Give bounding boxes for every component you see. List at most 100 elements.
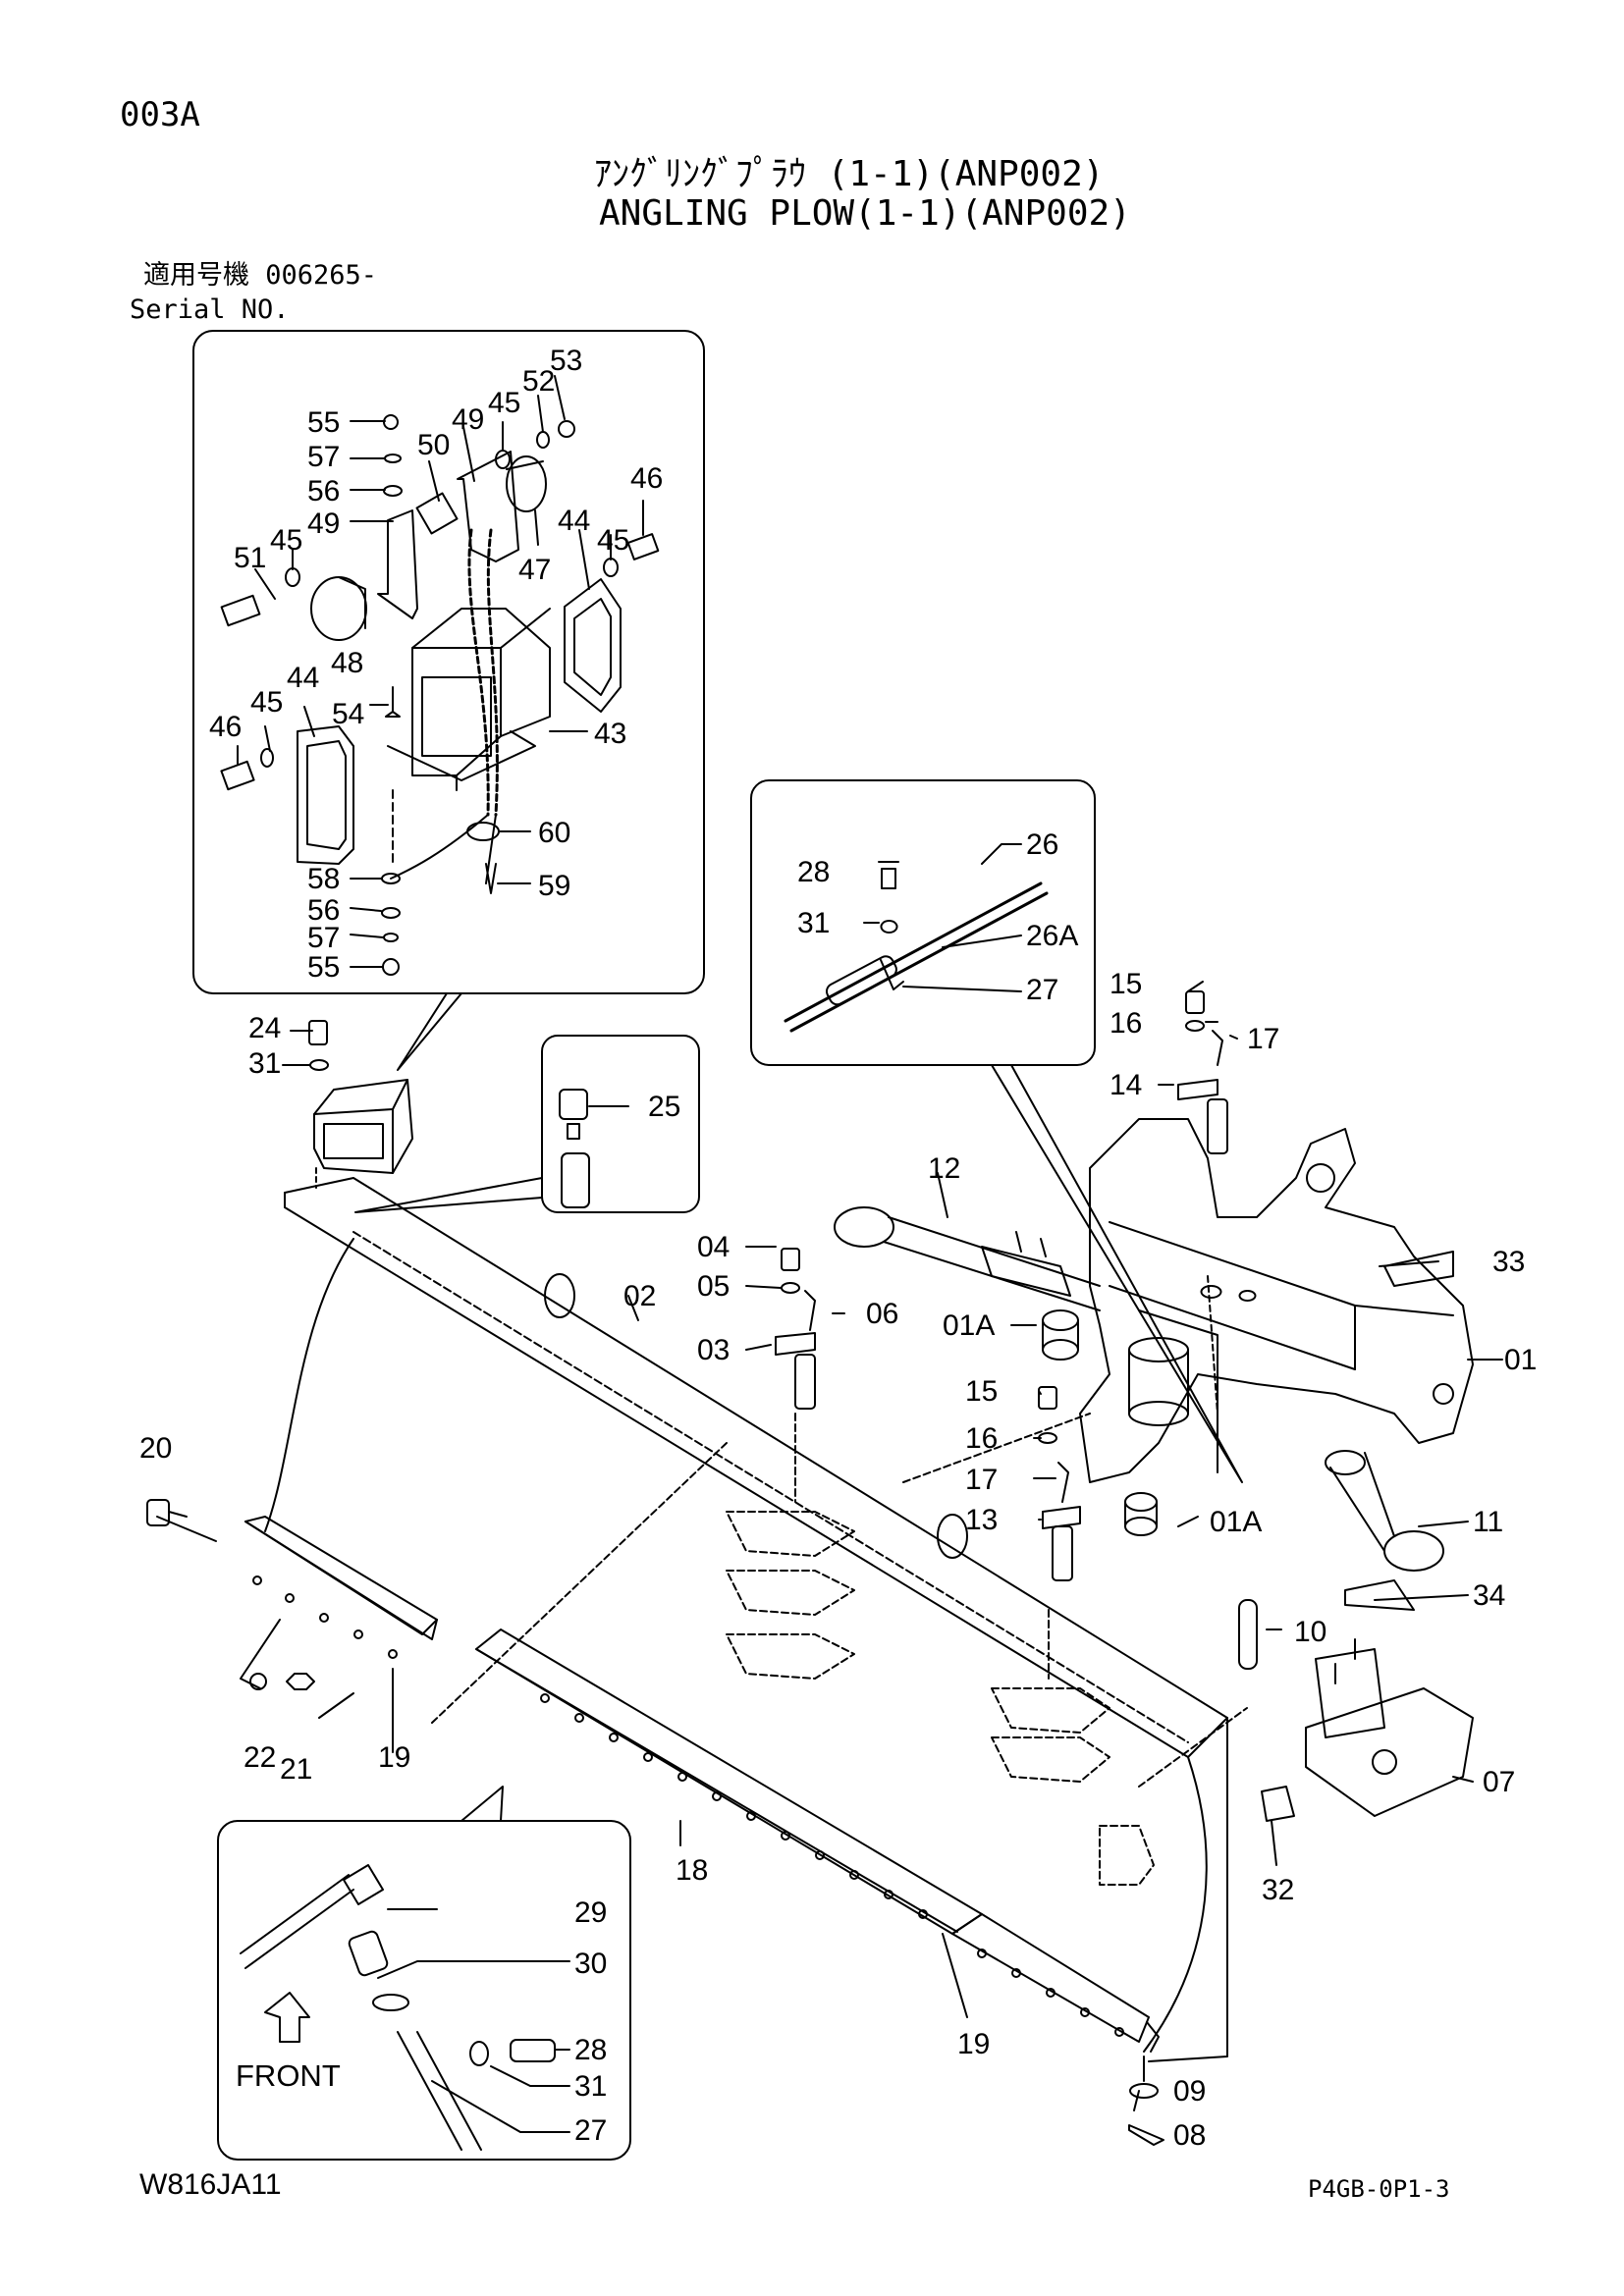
callout-49: 49 bbox=[452, 403, 484, 436]
callout-14: 14 bbox=[1110, 1069, 1142, 1101]
part-clamp-13 bbox=[1038, 1386, 1081, 1581]
callout-31: 31 bbox=[574, 2070, 607, 2103]
callout-30: 30 bbox=[574, 1948, 607, 1980]
callout-26: 26 bbox=[1026, 828, 1058, 861]
callout-08: 08 bbox=[1173, 2119, 1206, 2152]
callout-28: 28 bbox=[574, 2034, 607, 2066]
callout-31: 31 bbox=[248, 1047, 281, 1080]
sheet-code: P4GB-0P1-3 bbox=[1308, 2175, 1450, 2203]
callout-43: 43 bbox=[594, 718, 626, 750]
callout-04: 04 bbox=[697, 1231, 730, 1263]
callout-55: 55 bbox=[307, 406, 340, 439]
part-pin-10 bbox=[1238, 1599, 1258, 1670]
part-lamp-bracket-right bbox=[457, 451, 519, 562]
callout-29: 29 bbox=[574, 1896, 607, 1929]
callout-48: 48 bbox=[331, 647, 363, 679]
part-hose-sleeve bbox=[825, 955, 897, 1006]
callout-46: 46 bbox=[630, 462, 663, 495]
callout-17: 17 bbox=[1247, 1023, 1279, 1055]
part-bushing-01a-lower bbox=[1124, 1492, 1158, 1512]
serial-number-label-jp: 適用号機 006265- bbox=[143, 260, 378, 291]
part-lamp-bracket-left bbox=[377, 509, 418, 619]
callout-59: 59 bbox=[538, 870, 570, 902]
part-washer-22 bbox=[249, 1673, 267, 1690]
callout-33: 33 bbox=[1492, 1246, 1525, 1278]
callout-57: 57 bbox=[307, 922, 340, 954]
callout-12: 12 bbox=[928, 1152, 960, 1185]
callout-07: 07 bbox=[1483, 1766, 1515, 1798]
inset-hose-detail bbox=[217, 1786, 631, 2161]
part-pin-head bbox=[559, 1089, 588, 1120]
part-cutting-edge-left bbox=[244, 1516, 438, 1640]
callout-06: 06 bbox=[866, 1298, 898, 1330]
part-shim-33 bbox=[1383, 1251, 1454, 1287]
page-code: 003A bbox=[120, 95, 200, 134]
callout-44: 44 bbox=[558, 505, 590, 537]
callout-44: 44 bbox=[287, 662, 319, 694]
callout-32: 32 bbox=[1262, 1874, 1294, 1906]
part-guard-plate-right bbox=[564, 578, 622, 713]
callout-45: 45 bbox=[597, 524, 629, 557]
part-moldboard-blade bbox=[156, 1177, 1248, 2111]
part-clamp-14 bbox=[1177, 990, 1228, 1154]
callout-34: 34 bbox=[1473, 1579, 1505, 1612]
callout-16: 16 bbox=[1110, 1007, 1142, 1040]
callout-03: 03 bbox=[697, 1334, 730, 1366]
callout-10: 10 bbox=[1294, 1616, 1326, 1648]
callout-18: 18 bbox=[676, 1854, 708, 1887]
part-warning-light-box bbox=[387, 608, 551, 791]
part-hinge-bracket-07 bbox=[1305, 1638, 1474, 1817]
callout-09: 09 bbox=[1173, 2075, 1206, 2108]
callout-53: 53 bbox=[550, 345, 582, 377]
callout-26a: 26A bbox=[1026, 920, 1078, 952]
part-mounting-frame bbox=[1079, 1118, 1474, 1483]
part-shim-34 bbox=[1344, 1579, 1415, 1611]
part-clamp-03 bbox=[775, 1248, 816, 1410]
callout-54: 54 bbox=[332, 698, 364, 730]
callout-19: 19 bbox=[378, 1741, 410, 1774]
inset-frame-hose-clamp bbox=[750, 779, 1096, 1066]
front-direction-label: FRONT bbox=[236, 2058, 341, 2093]
callout-01a: 01A bbox=[1210, 1506, 1262, 1538]
callout-11: 11 bbox=[1473, 1506, 1503, 1538]
inset-pin bbox=[354, 1035, 700, 1213]
callout-56: 56 bbox=[307, 475, 340, 507]
callout-45: 45 bbox=[488, 387, 520, 419]
part-bolt-20 bbox=[146, 1499, 188, 1526]
part-lamp-box-mounted bbox=[282, 1020, 413, 1189]
callout-28: 28 bbox=[797, 856, 830, 888]
callout-57: 57 bbox=[307, 441, 340, 473]
serial-number-label: Serial NO. bbox=[130, 294, 290, 325]
inset-hose-clamp bbox=[750, 779, 1243, 1483]
part-nut-21 bbox=[286, 1673, 315, 1690]
callout-24: 24 bbox=[248, 1012, 281, 1044]
inset-frame-pin bbox=[541, 1035, 700, 1213]
part-lamp-right bbox=[506, 455, 547, 512]
callout-31: 31 bbox=[797, 907, 830, 939]
part-washer-09 bbox=[1129, 2083, 1159, 2099]
callout-27: 27 bbox=[574, 2114, 607, 2147]
callout-51: 51 bbox=[234, 542, 266, 574]
callout-47: 47 bbox=[518, 554, 551, 586]
callout-58: 58 bbox=[307, 863, 340, 895]
part-arm-11 bbox=[1325, 1450, 1444, 1572]
callout-52: 52 bbox=[522, 365, 555, 398]
callout-50: 50 bbox=[417, 429, 450, 461]
page-title: ANGLING PLOW(1-1)(ANP002) bbox=[599, 193, 1131, 234]
callout-60: 60 bbox=[538, 817, 570, 849]
callout-45: 45 bbox=[250, 686, 283, 719]
callout-19: 19 bbox=[957, 2028, 990, 2060]
callout-17: 17 bbox=[965, 1464, 998, 1496]
callout-27: 27 bbox=[1026, 974, 1058, 1006]
callout-16: 16 bbox=[965, 1422, 998, 1455]
callout-01a: 01A bbox=[943, 1309, 995, 1342]
callout-02: 02 bbox=[623, 1280, 656, 1312]
inset-warning-light bbox=[192, 330, 705, 1071]
callout-25: 25 bbox=[648, 1091, 680, 1123]
callout-20: 20 bbox=[139, 1432, 172, 1465]
part-pin-08 bbox=[1128, 2124, 1164, 2146]
callout-15: 15 bbox=[965, 1375, 998, 1408]
callout-15: 15 bbox=[1110, 968, 1142, 1000]
callout-21: 21 bbox=[280, 1753, 312, 1786]
